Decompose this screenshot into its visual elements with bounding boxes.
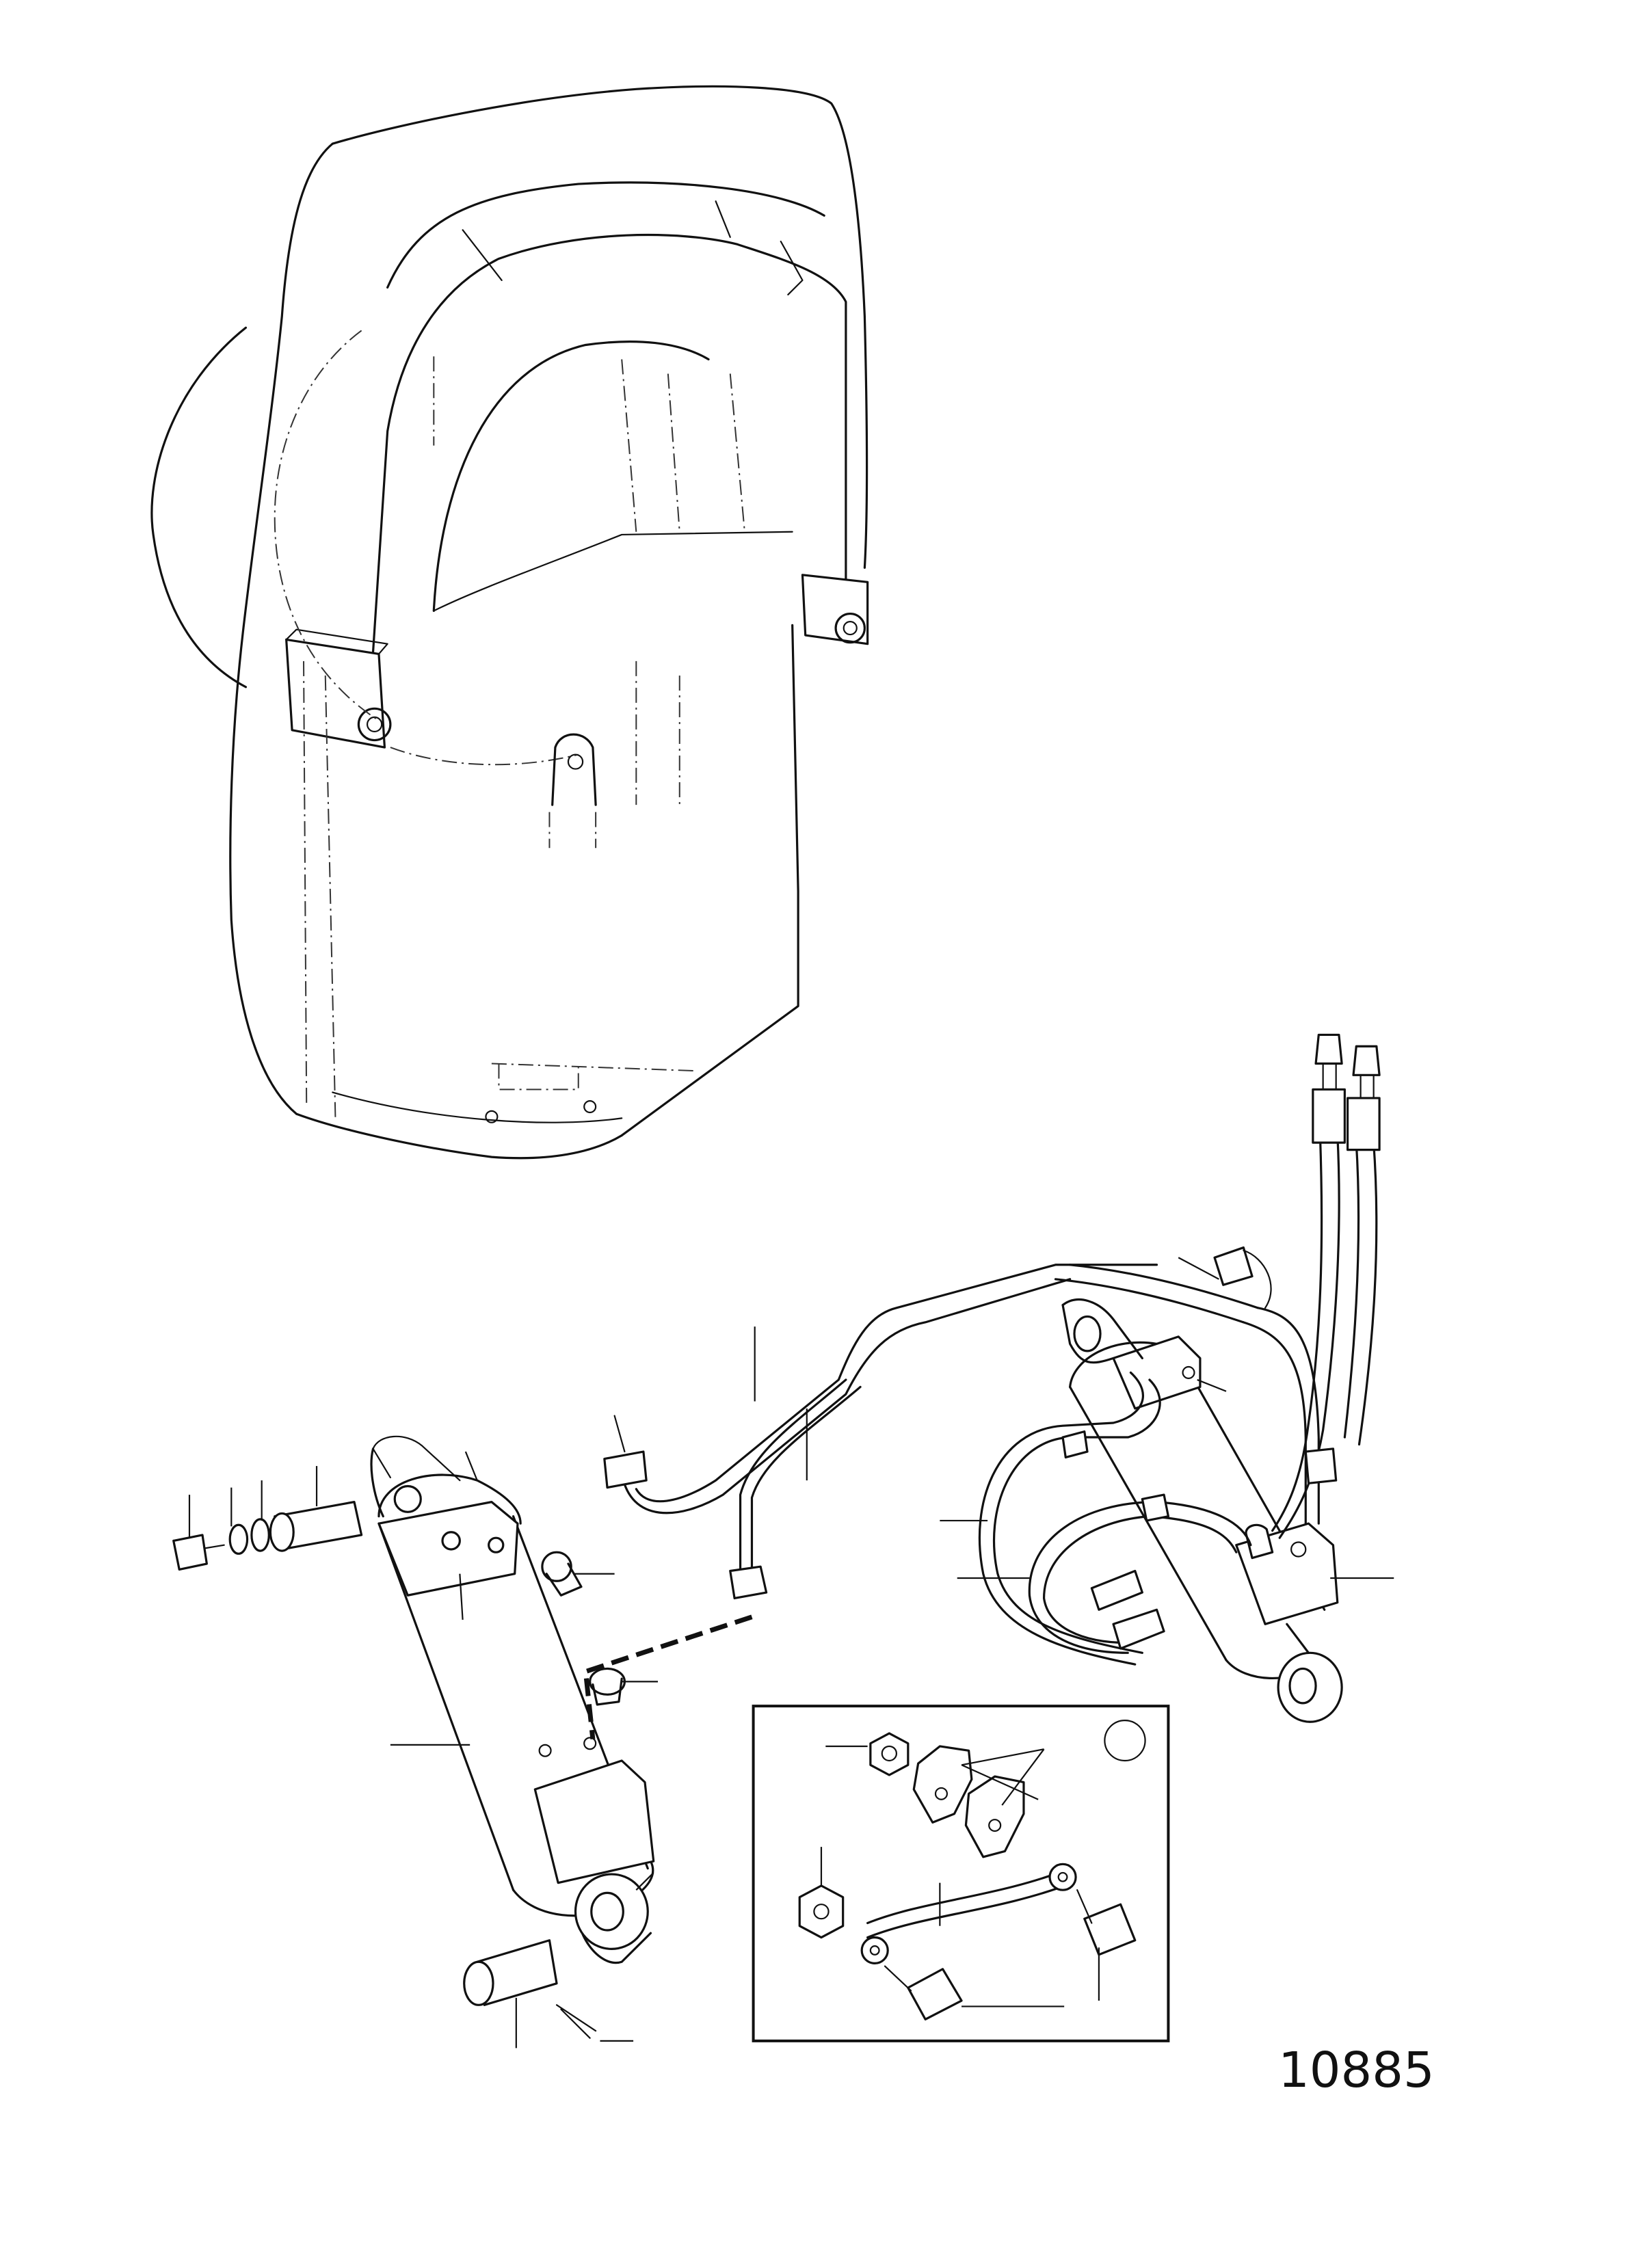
hydraulic-pipes <box>605 1248 1318 1599</box>
fitting-bleed-screw <box>542 1552 625 1705</box>
hydraulic-cylinder-right <box>979 1300 1342 1722</box>
figure-reference-number: 10885 <box>1278 2041 1435 2098</box>
hydraulic-cylinder-left <box>371 1437 654 2038</box>
detail-inset-box <box>754 1706 1169 2041</box>
leader-lines <box>189 1257 1394 2048</box>
cutting-line <box>585 1617 752 1739</box>
flexible-hoses <box>1273 1035 1379 1538</box>
transom-shield-housing <box>152 86 868 1158</box>
pivot-pin-assembly <box>174 1502 362 1570</box>
